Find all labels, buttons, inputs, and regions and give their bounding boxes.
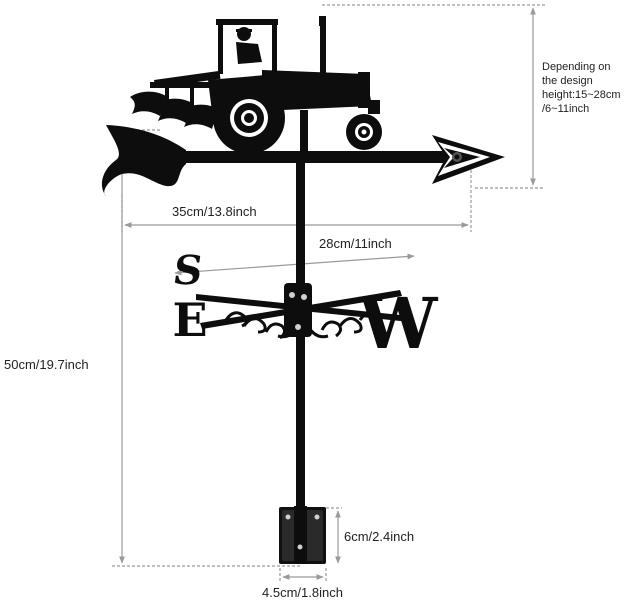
arrow-length-label: 35cm/13.8inch xyxy=(172,204,257,219)
design-height-line1: Depending on xyxy=(542,61,611,73)
arrow-head-icon xyxy=(432,135,505,184)
compass-letters: S E W xyxy=(170,247,438,365)
design-height-line2: the design xyxy=(542,75,593,87)
rear-wheel xyxy=(213,82,285,154)
pole xyxy=(296,160,305,560)
base-height-label: 6cm/2.4inch xyxy=(344,529,415,544)
total-height-label: 50cm/19.7inch xyxy=(4,357,89,372)
design-height-label: Depending on the design height:15~28cm /… xyxy=(542,60,621,116)
plow-silhouette-icon xyxy=(130,70,221,129)
tractor-silhouette-icon xyxy=(208,16,382,154)
base-width-label: 4.5cm/1.8inch xyxy=(262,585,343,600)
compass-width-label: 28cm/11inch xyxy=(319,236,392,251)
compass-east-letter: E xyxy=(172,293,207,347)
design-height-line3: height:15~28cm xyxy=(542,89,621,101)
compass-west-letter: W xyxy=(358,282,439,365)
arrow-shaft xyxy=(150,151,450,163)
compass-south-letter: S xyxy=(170,247,205,294)
mounting-bracket xyxy=(279,506,326,564)
design-height-line4: /6~11inch xyxy=(542,103,590,115)
arrow-tail-flame-icon xyxy=(101,125,186,196)
front-wheel xyxy=(346,114,382,150)
compass-bolts xyxy=(289,292,307,330)
